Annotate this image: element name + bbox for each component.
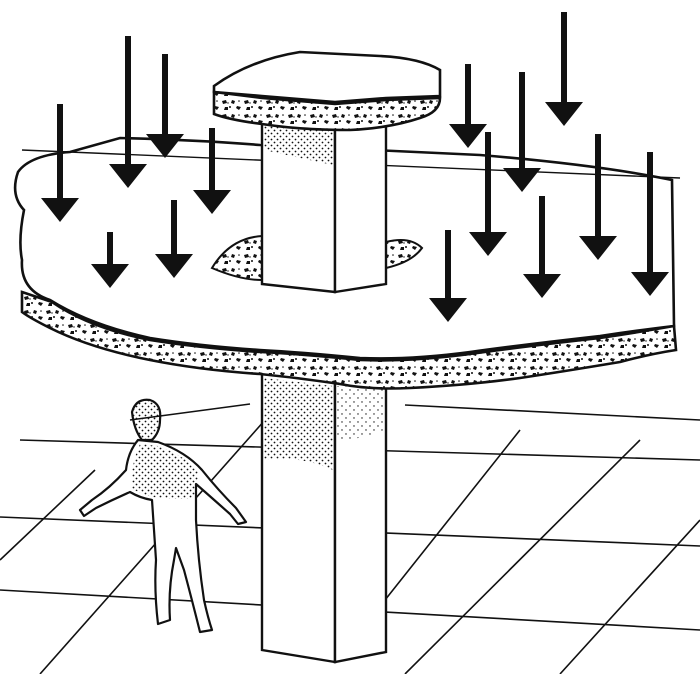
punched-slab-chunk <box>212 50 442 132</box>
person-body <box>78 438 248 634</box>
load-arrow <box>193 128 231 214</box>
upper-column <box>260 118 388 294</box>
person-head <box>130 398 162 442</box>
load-arrow <box>155 200 193 278</box>
load-arrow <box>429 230 467 322</box>
load-arrows <box>41 12 669 322</box>
load-arrow <box>503 72 541 192</box>
load-arrow <box>579 134 617 260</box>
load-arrow <box>545 12 583 126</box>
load-arrow <box>523 196 561 298</box>
load-arrow <box>41 104 79 222</box>
load-arrow <box>109 36 147 188</box>
load-arrow <box>449 64 487 148</box>
load-arrow <box>91 232 129 288</box>
lower-column <box>260 370 388 664</box>
slab-edge <box>20 290 678 390</box>
load-arrow <box>469 132 507 256</box>
person-figure <box>78 398 248 634</box>
punch-hole <box>210 234 424 282</box>
load-arrow <box>631 152 669 296</box>
load-arrow <box>146 54 184 158</box>
